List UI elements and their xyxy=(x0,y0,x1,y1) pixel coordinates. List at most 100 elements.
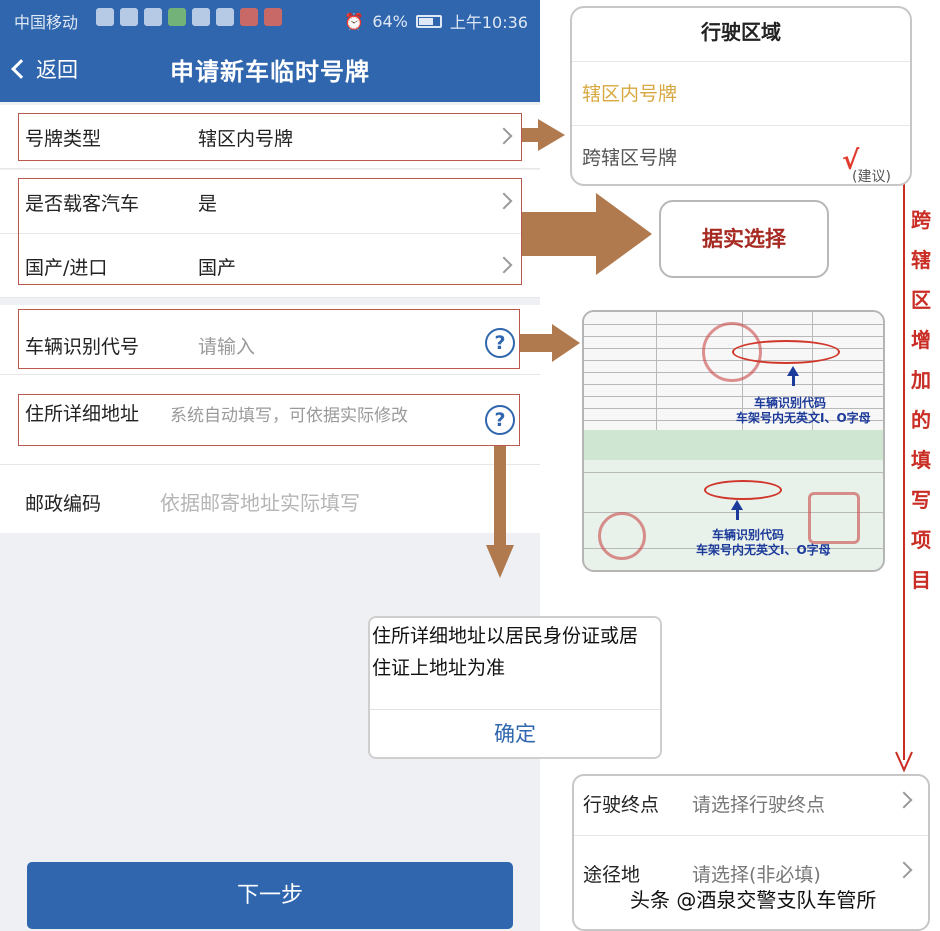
passenger-car-row[interactable]: 是否载客汽车 是 xyxy=(0,170,540,234)
form-gridline xyxy=(812,312,813,430)
form-gridline xyxy=(656,312,657,430)
endpoint-label: 行驶终点 xyxy=(583,794,660,816)
next-step-button[interactable]: 下一步 xyxy=(27,862,513,929)
app-notification-icon xyxy=(192,8,210,26)
postcode-label: 邮政编码 xyxy=(25,493,102,515)
app-notification-icon xyxy=(264,8,282,26)
vehicle-certificate-image: 车辆识别代码 车架号内无英文I、O字母 车辆识别代码 车架号内无英文I、O字母 xyxy=(582,310,885,572)
option-cross-jurisdiction[interactable]: 跨辖区号牌 xyxy=(582,147,678,169)
vin-address-group: 车辆识别代号 请输入 ? 住所详细地址 系统自动填写，可依据实际修改 ? 邮政编… xyxy=(0,305,540,533)
address-label: 住所详细地址 xyxy=(25,403,140,425)
address-tip-dialog: 住所详细地址以居民身份证或居住证上地址为准 确定 xyxy=(368,616,662,759)
via-input[interactable]: 请选择(非必填) xyxy=(692,864,821,886)
carrier-name: 中国移动 xyxy=(14,13,79,32)
app-screen: 中国移动 ⏰ 64% 上午10:36 返回 申请新车临时号牌 号牌类型 辖区 xyxy=(0,0,540,931)
form-gridline xyxy=(584,384,883,385)
plate-type-value: 辖区内号牌 xyxy=(198,128,294,150)
vin-highlight-ellipse xyxy=(704,480,782,500)
vin-row[interactable]: 车辆识别代号 请输入 ? xyxy=(0,305,540,375)
passenger-car-value: 是 xyxy=(198,193,218,215)
side-note-char: 加 xyxy=(911,368,931,392)
origin-row[interactable]: 国产/进口 国产 xyxy=(0,234,540,298)
vin-note-detail: 车架号内无英文I、O字母 xyxy=(696,543,831,557)
plate-type-row[interactable]: 号牌类型 辖区内号牌 xyxy=(0,105,540,169)
plate-type-label: 号牌类型 xyxy=(25,128,102,150)
app-notification-icon xyxy=(168,8,186,26)
vin-note-title: 车辆识别代码 xyxy=(754,396,827,410)
chevron-right-icon xyxy=(495,192,513,210)
side-note-char: 写 xyxy=(911,488,931,512)
origin-label: 国产/进口 xyxy=(25,257,108,279)
arrow-up-icon xyxy=(787,366,799,376)
suggest-note: (建议) xyxy=(852,169,891,185)
postcode-row[interactable]: 邮政编码 依据邮寄地址实际填写 xyxy=(0,465,540,533)
form-gridline xyxy=(584,396,883,397)
watermark: 头条 @酒泉交警支队车管所 xyxy=(628,884,879,913)
form-gridline xyxy=(584,548,883,549)
status-right: ⏰ 64% 上午10:36 xyxy=(344,9,528,33)
option-in-jurisdiction[interactable]: 辖区内号牌 xyxy=(572,62,910,126)
confirm-button[interactable]: 确定 xyxy=(494,722,536,746)
back-button[interactable]: 返回 xyxy=(11,54,78,84)
side-note-char: 填 xyxy=(911,448,931,472)
wifi-icon xyxy=(144,8,162,26)
chevron-right-icon xyxy=(495,127,513,145)
arrow-up-stem xyxy=(736,508,739,520)
via-row[interactable]: 途径地 请选择(非必填) xyxy=(574,836,928,906)
address-row[interactable]: 住所详细地址 系统自动填写，可依据实际修改 ? xyxy=(0,375,540,465)
side-note-char: 目 xyxy=(911,568,931,592)
battery-icon xyxy=(415,14,442,28)
clock: 上午10:36 xyxy=(449,13,528,32)
endpoint-input[interactable]: 请选择行驶终点 xyxy=(692,794,826,816)
taobao-icon xyxy=(240,8,258,26)
vehicle-info-group: 是否载客汽车 是 国产/进口 国产 xyxy=(0,170,540,298)
hd-icon xyxy=(96,8,114,26)
help-icon[interactable]: ? xyxy=(485,328,515,358)
arrow-right-icon xyxy=(522,193,652,275)
side-note-char: 的 xyxy=(911,408,931,432)
side-note-char: 区 xyxy=(911,288,931,312)
dialog-message: 住所详细地址以居民身份证或居住证上地址为准 xyxy=(370,618,660,710)
side-note-char: 增 xyxy=(911,328,931,352)
notification-icons xyxy=(96,8,282,26)
driving-region-popup: 行驶区域 辖区内号牌 跨辖区号牌 xyxy=(570,6,912,186)
vin-input[interactable]: 请输入 xyxy=(198,336,256,358)
back-label: 返回 xyxy=(36,58,78,82)
status-bar: 中国移动 ⏰ 64% 上午10:36 xyxy=(0,0,540,38)
page-title: 申请新车临时号牌 xyxy=(170,58,370,86)
origin-value: 国产 xyxy=(198,257,237,279)
official-seal xyxy=(808,492,860,544)
endpoint-row[interactable]: 行驶终点 请选择行驶终点 xyxy=(574,776,928,836)
help-icon[interactable]: ? xyxy=(485,405,515,435)
vin-label: 车辆识别代号 xyxy=(25,336,140,358)
form-gridline xyxy=(584,512,883,513)
customs-form-band xyxy=(584,430,883,460)
postcode-input[interactable]: 依据邮寄地址实际填写 xyxy=(160,491,360,515)
address-input[interactable]: 系统自动填写，可依据实际修改 xyxy=(170,406,408,426)
chevron-right-icon xyxy=(895,791,913,809)
plate-type-group: 号牌类型 辖区内号牌 xyxy=(0,105,540,169)
side-note: 跨 辖 区 增 加 的 填 写 项 目 xyxy=(906,200,936,600)
popup-title: 行驶区域 xyxy=(572,8,910,62)
chevron-right-icon xyxy=(895,861,913,879)
vin-highlight-ellipse xyxy=(732,340,840,364)
alarm-icon: ⏰ xyxy=(344,11,365,31)
side-note-char: 辖 xyxy=(911,248,931,272)
signal-icon xyxy=(120,8,138,26)
chevron-right-icon xyxy=(495,256,513,274)
app-notification-icon xyxy=(216,8,234,26)
vin-note-title: 车辆识别代码 xyxy=(712,528,785,542)
form-gridline xyxy=(584,420,883,421)
official-seal xyxy=(598,512,646,560)
side-note-char: 项 xyxy=(911,528,931,552)
arrow-down-icon xyxy=(895,751,913,773)
choose-truthfully-note: 据实选择 xyxy=(659,200,829,278)
form-gridline xyxy=(584,472,883,473)
form-gridline xyxy=(584,408,883,409)
vin-note-detail: 车架号内无英文I、O字母 xyxy=(736,411,871,425)
battery-percent: 64% xyxy=(372,11,408,31)
via-label: 途径地 xyxy=(583,864,641,886)
arrow-up-stem xyxy=(792,374,795,386)
check-mark-icon: √ xyxy=(842,146,860,176)
title-bar: 返回 申请新车临时号牌 xyxy=(0,38,540,102)
